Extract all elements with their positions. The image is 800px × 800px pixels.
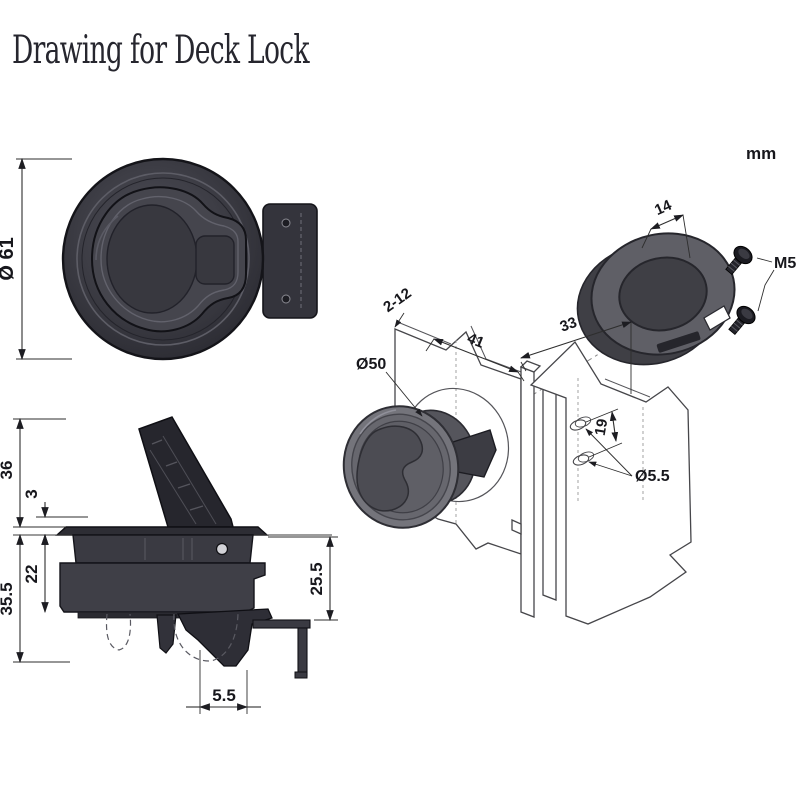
dim-35-5: 35.5	[0, 533, 70, 664]
dim-label-22: 22	[22, 565, 41, 584]
side-screw-hole	[215, 542, 229, 556]
dim-label-5-5: 5.5	[212, 686, 236, 705]
page-title: Drawing for Deck Lock	[12, 28, 310, 73]
cam	[176, 608, 273, 667]
unit-label: mm	[746, 144, 777, 163]
pawl	[156, 614, 177, 654]
dim-diameter-61: Ø 61	[0, 157, 72, 361]
dim-label-33: 33	[558, 314, 579, 336]
label-m5: M5	[756, 255, 796, 312]
front-lock-face	[61, 157, 265, 361]
screw-bottom	[728, 305, 756, 335]
dim-label-hole-5-5: Ø5.5	[635, 468, 670, 485]
dim-2-12: 2-12	[380, 285, 415, 328]
dim-label-25-5: 25.5	[307, 562, 326, 595]
bracket-leg	[297, 627, 308, 677]
screw-top	[725, 245, 753, 275]
dim-label-2-12: 2-12	[380, 285, 414, 316]
dim-5-5-hole: Ø5.5	[585, 428, 670, 485]
dim-label-50: Ø50	[356, 356, 386, 373]
plate-hole-bottom	[281, 294, 291, 304]
dim-36: 36	[0, 417, 66, 529]
dim-25-5: 25.5	[268, 535, 338, 622]
cam-assembly	[105, 608, 311, 679]
dim-19: 19	[585, 408, 623, 458]
side-view-drawing: 36 3 22 35.5 25.5	[0, 416, 338, 714]
back-panel-plate	[529, 340, 692, 625]
dim-label-3: 3	[22, 489, 41, 498]
dim-22: 22	[22, 533, 49, 614]
dim-41: 41	[425, 330, 525, 382]
exploded-view-drawing: 2-12 Ø50 41 33 14 19	[342, 196, 796, 625]
mount-plate	[262, 203, 318, 319]
screw-spec-label: M5	[774, 255, 796, 272]
lock-body-side	[59, 534, 266, 619]
dim-label-41: 41	[465, 330, 487, 352]
plate-hole-top	[281, 218, 291, 228]
dim-50: Ø50	[356, 356, 423, 417]
front-view-drawing: Ø 61	[0, 157, 318, 361]
dim-label-36: 36	[0, 461, 16, 480]
lifted-handle	[138, 416, 234, 528]
pull-recess	[106, 204, 198, 314]
swing-arc-center	[173, 613, 239, 662]
panel-edge-strips	[511, 360, 564, 618]
pull-recess-exploded	[356, 425, 424, 512]
dim-33: 33	[520, 314, 632, 394]
dim-label-19: 19	[592, 418, 612, 437]
lock-body-exploded	[342, 405, 497, 529]
bracket-arm	[252, 619, 311, 629]
dim-label-61: Ø 61	[0, 237, 18, 280]
screw-hole-top	[569, 416, 592, 431]
swing-arc-left	[105, 613, 132, 651]
lock-tab	[195, 235, 235, 285]
dim-label-35-5: 35.5	[0, 582, 16, 615]
dim-label-14: 14	[652, 196, 675, 219]
trim-ring	[576, 232, 736, 366]
screw-hole-bottom	[572, 451, 595, 466]
dim-5-5: 5.5	[186, 650, 261, 714]
dim-14: 14	[641, 196, 691, 259]
flange	[55, 526, 269, 536]
